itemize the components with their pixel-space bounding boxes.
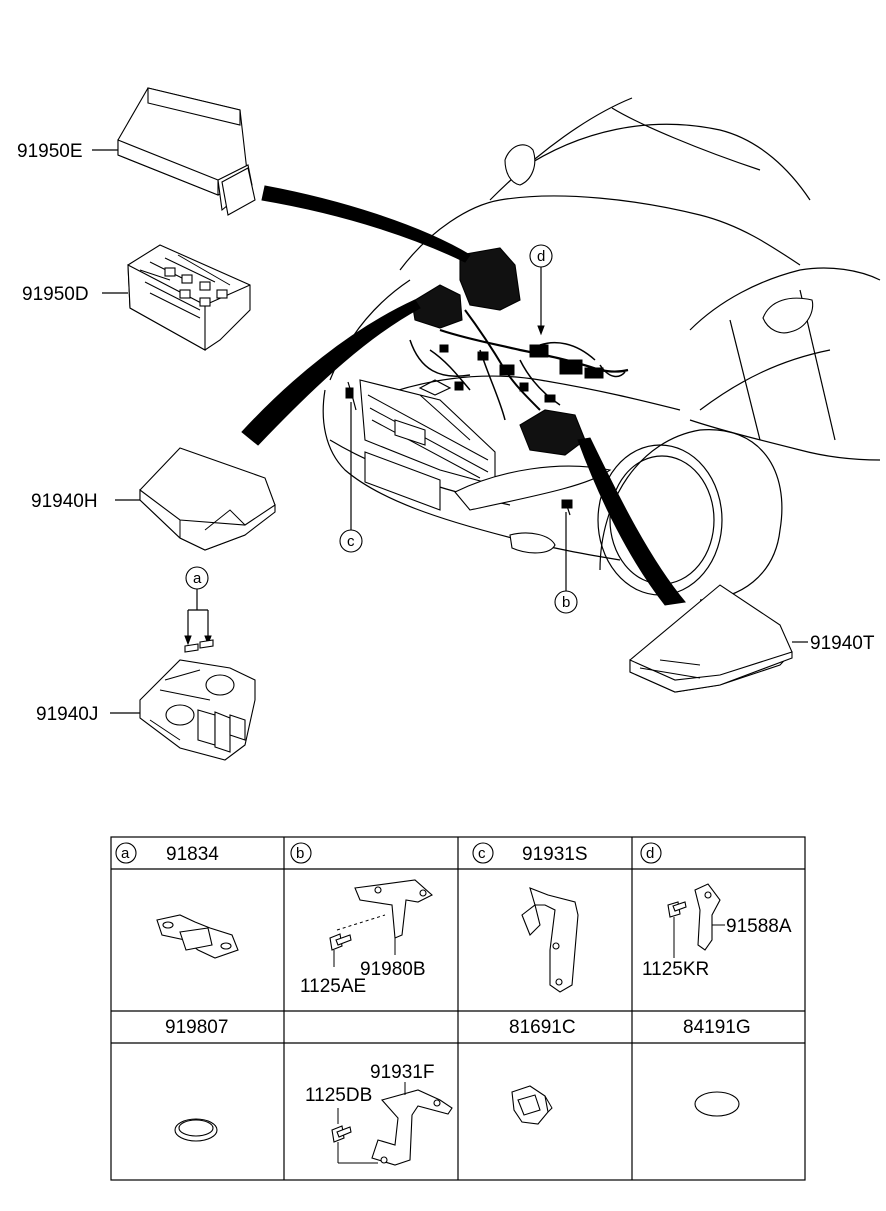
ref-letter-c: c	[347, 533, 355, 550]
f-bolt-label: 1125DB	[305, 1085, 372, 1106]
cell-91931F-bracket: 91931F 1125DB	[305, 1062, 453, 1166]
pointer-wedges	[241, 185, 686, 606]
table-header-81691C: 81691C	[509, 1017, 576, 1038]
cell-d-bracket: 91588A 1125KR	[642, 883, 792, 980]
table-letter-d: d	[646, 845, 654, 862]
table-letter-b: b	[296, 845, 304, 862]
part-91940J-fuse-block	[110, 659, 256, 761]
cell-b-bracket: 1125AE 91980B	[300, 879, 433, 997]
main-wiring-harness	[345, 247, 629, 516]
fuse-pair-a	[184, 566, 214, 653]
b-bolt-label: 1125AE	[300, 976, 366, 997]
ref-markers	[339, 244, 578, 614]
table-letter-a: a	[121, 845, 130, 862]
table-letter-c: c	[478, 845, 486, 862]
table-header-919807: 919807	[165, 1017, 228, 1038]
ref-letter-a: a	[193, 570, 202, 587]
callout-91940J: 91940J	[36, 704, 98, 725]
d-bolt-label: 1125KR	[642, 959, 709, 980]
part-91950E-cover	[92, 87, 256, 216]
part-91940T-cover	[629, 584, 808, 693]
table-header-84191G: 84191G	[683, 1017, 751, 1038]
parts-table: a b c d 91834 91931S 1125AE 91980B	[110, 836, 806, 1181]
cell-c-bracket	[521, 887, 579, 993]
part-91940H-cover	[115, 447, 276, 551]
part-91950D-relay-box	[102, 244, 251, 351]
car-illustration	[322, 97, 881, 601]
cell-a-fuse	[156, 914, 239, 959]
b-bracket-label: 91980B	[360, 959, 426, 980]
table-header-91834: 91834	[166, 844, 219, 865]
cell-81691C-clip	[511, 1085, 553, 1125]
d-bracket-label: 91588A	[726, 916, 792, 937]
ref-letter-b: b	[562, 594, 570, 611]
callout-91940T: 91940T	[810, 633, 875, 654]
callout-91940H: 91940H	[31, 491, 98, 512]
f-bracket-label: 91931F	[370, 1062, 434, 1083]
ref-letter-d: d	[537, 248, 545, 265]
cell-ring-919807	[174, 1118, 218, 1142]
callout-91950E: 91950E	[17, 141, 83, 162]
cell-84191G-plug	[694, 1091, 740, 1117]
callout-91950D: 91950D	[22, 284, 89, 305]
table-header-91931S: 91931S	[522, 844, 588, 865]
